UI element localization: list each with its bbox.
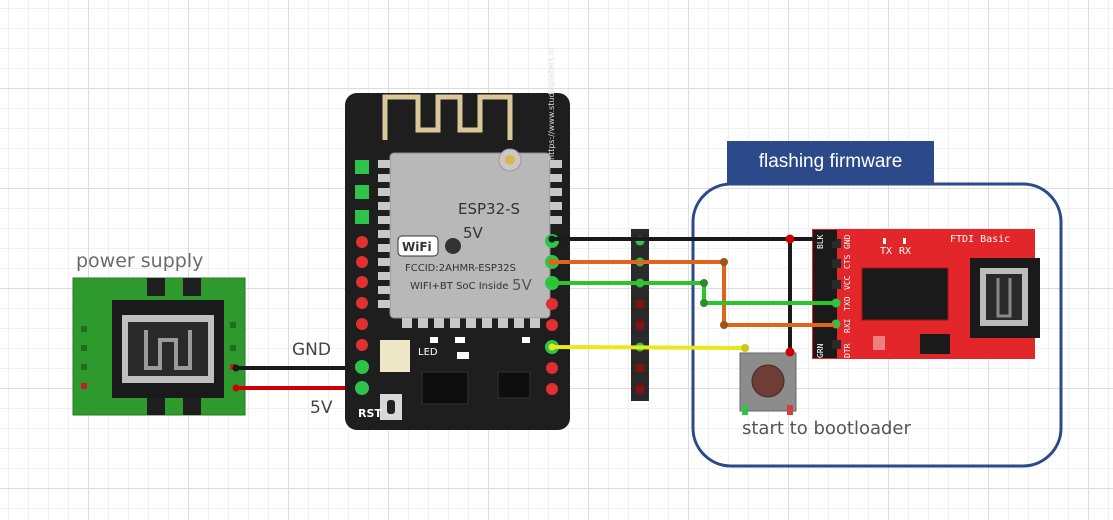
start-to-bootloader-label: start to bootloader [742,418,911,439]
esp32-wifi-bt-label: WIFI+BT SoC Inside [410,281,509,292]
ftdi-tx-label: TX [880,246,893,257]
esp32-board: WiFi [345,93,570,430]
wire-tx [552,281,835,305]
ftdi-board [812,229,1040,359]
5v-label: 5V [310,398,333,418]
esp32-fcc-label: FCCID:2AHMR-ESP32S [405,263,517,274]
esp32-5v-side-label: 5V [512,276,532,294]
gnd-label: GND [292,340,331,360]
flashing-firmware-title: flashing firmware [727,141,934,183]
bootloader-push-button [739,352,797,415]
power-supply-board [72,277,246,416]
pin-header-strip [631,229,649,401]
esp32-5v-overlay: 5V [463,224,483,242]
flashing-firmware-box [691,182,1063,468]
esp32-rst-label: RST [358,407,382,420]
wire-rx [552,260,835,327]
ftdi-pin-label: DTR [843,343,852,358]
wire-gpio0 [551,345,746,350]
esp32-url-label: https://www.studiopieters.nl [547,47,556,160]
ftdi-pin-label: RXI [843,318,852,333]
esp32-name-label: ESP32-S [458,200,521,218]
svg-text:WiFi: WiFi [402,240,432,254]
ftdi-pin-label: TXO [843,296,852,311]
ftdi-rx-label: RX [899,246,912,257]
ftdi-pin-label: CTS [843,254,852,269]
ftdi-pin-label: VCC [843,275,852,290]
power-supply-label: power supply [76,250,204,272]
ftdi-pin-label: BLK [816,234,825,249]
ftdi-pin-label: GRN [816,343,825,358]
ftdi-title-label: FTDI Basic [950,234,1011,245]
ftdi-pin-label: GND [843,234,852,249]
esp32-led-label: LED [418,347,438,358]
antenna-icon [382,94,513,140]
